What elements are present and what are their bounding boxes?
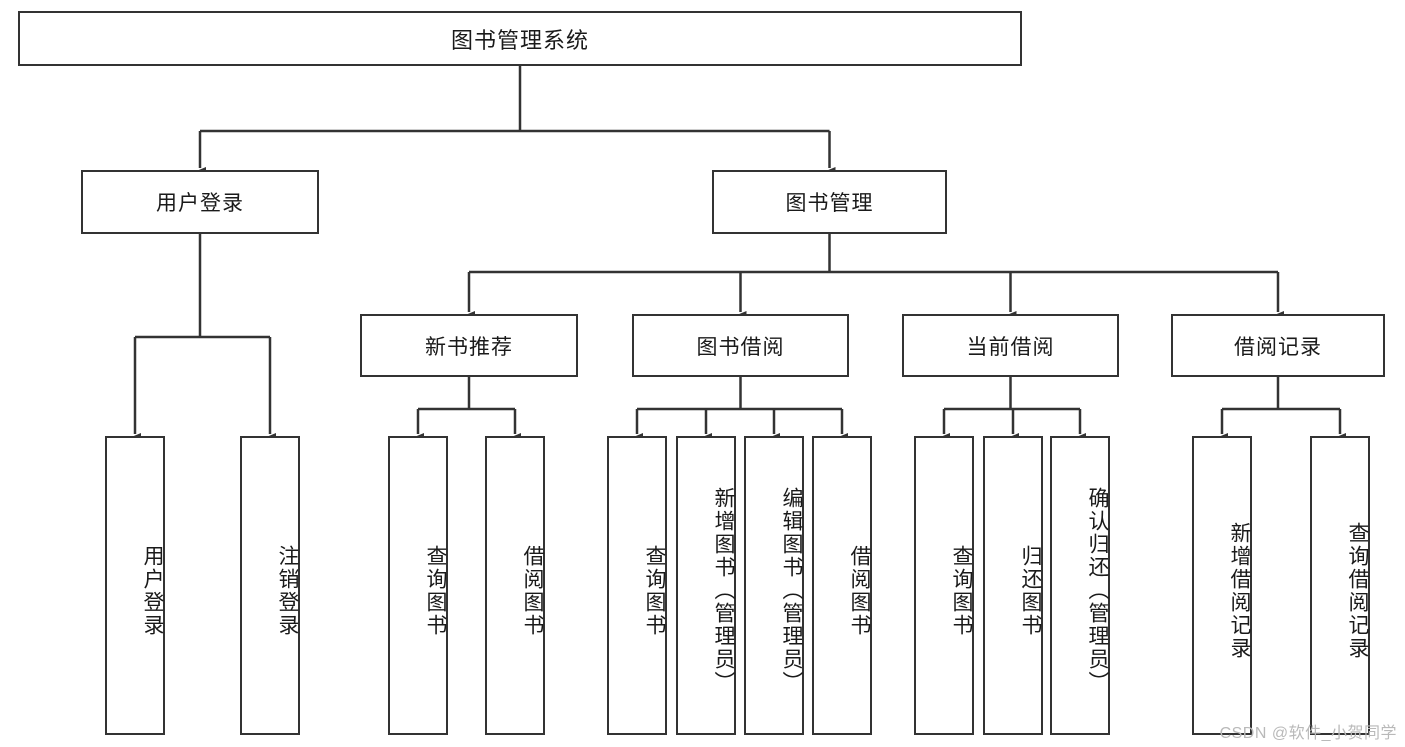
node-label: 当前借阅 [966,335,1055,359]
node-leaf-cb-query[interactable]: 查询图书 [914,436,974,735]
node-label: 图书管理 [785,192,874,215]
node-label: 归还图书 [1019,544,1042,637]
node-leaf-bb-add[interactable]: 新增图书（管理员） [676,436,736,735]
node-leaf-cb-confirm[interactable]: 确认归还（管理员） [1050,436,1110,735]
node-label: 确认归还（管理员） [1086,487,1109,694]
node-label: 图书管理系统 [450,27,589,53]
node-new-book-rec[interactable]: 新书推荐 [360,314,578,377]
node-label: 注销登录 [276,544,299,637]
watermark-label: CSDN @软件_小贺同学 [1219,725,1397,742]
node-leaf-br-add[interactable]: 新增借阅记录 [1192,436,1252,735]
node-label: 借阅图书 [521,544,544,637]
connector-lines [129,66,1346,443]
node-user-login[interactable]: 用户登录 [81,170,319,234]
node-label: 查询图书 [643,544,666,637]
node-leaf-bb-edit[interactable]: 编辑图书（管理员） [744,436,804,735]
node-leaf-bb-borrow[interactable]: 借阅图书 [812,436,872,735]
node-leaf-bb-query[interactable]: 查询图书 [607,436,667,735]
node-label: 新书推荐 [425,335,513,359]
node-label: 用户登录 [156,192,244,215]
node-leaf-cb-return[interactable]: 归还图书 [983,436,1043,735]
node-label: 查询图书 [950,544,973,637]
node-label: 借阅图书 [848,544,871,637]
node-leaf-rec-query[interactable]: 查询图书 [388,436,448,735]
node-borrow-record[interactable]: 借阅记录 [1171,314,1385,377]
node-label: 借阅记录 [1234,335,1322,359]
node-book-manage[interactable]: 图书管理 [712,170,947,234]
node-leaf-br-query[interactable]: 查询借阅记录 [1310,436,1370,735]
node-label: 查询借阅记录 [1346,521,1369,660]
node-label: 编辑图书（管理员） [780,487,803,694]
node-label: 查询图书 [424,544,447,637]
node-label: 新增图书（管理员） [712,487,735,694]
node-leaf-rec-borrow[interactable]: 借阅图书 [485,436,545,735]
node-label: 用户登录 [141,544,164,637]
node-current-borrow[interactable]: 当前借阅 [902,314,1119,377]
node-root[interactable]: 图书管理系统 [18,11,1022,66]
node-label: 图书借阅 [696,335,785,359]
node-leaf-user-login[interactable]: 用户登录 [105,436,165,735]
node-leaf-user-logout[interactable]: 注销登录 [240,436,300,735]
node-book-borrow[interactable]: 图书借阅 [632,314,849,377]
node-label: 新增借阅记录 [1228,521,1251,660]
